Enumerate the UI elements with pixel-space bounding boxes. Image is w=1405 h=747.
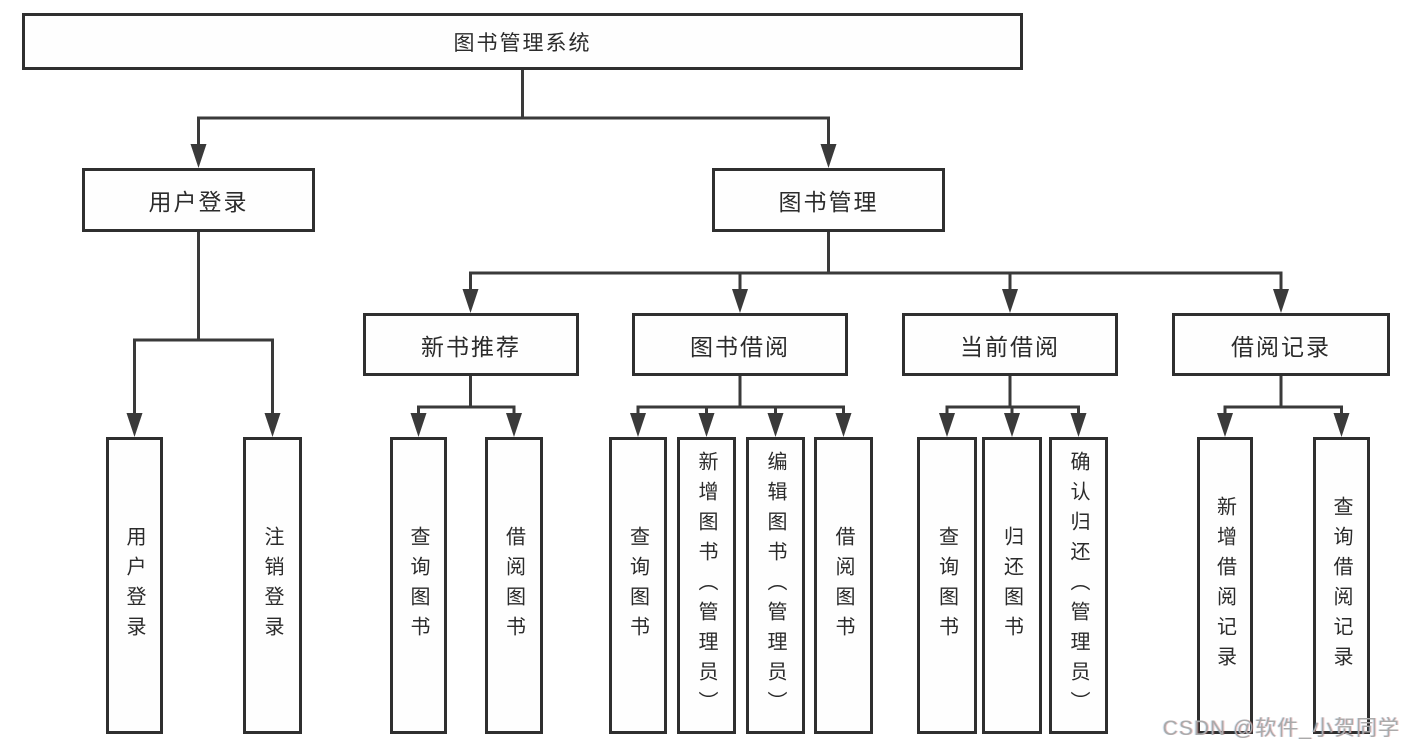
leaf-confirm-return-admin: 确认归还（管理员） — [1049, 437, 1108, 734]
node-user-login-label: 用户登录 — [148, 189, 249, 215]
node-current-borrowing-label: 当前借阅 — [960, 333, 1060, 360]
leaf-add-book-admin-label: 新增图书（管理员） — [695, 450, 717, 721]
node-book-management: 图书管理 — [712, 168, 945, 232]
leaf-query-books-borrowing-label: 查询图书 — [626, 525, 649, 646]
leaf-add-borrow-record: 新增借阅记录 — [1197, 437, 1253, 734]
leaf-edit-book-admin-label: 编辑图书（管理员） — [764, 450, 786, 721]
node-book-borrowing-label: 图书借阅 — [690, 333, 790, 360]
node-borrowing-records: 借阅记录 — [1172, 313, 1390, 376]
node-book-borrowing: 图书借阅 — [632, 313, 848, 376]
leaf-user-login: 用户登录 — [106, 437, 163, 734]
node-new-book-recommend: 新书推荐 — [363, 313, 579, 376]
node-borrowing-records-label: 借阅记录 — [1231, 333, 1331, 360]
leaf-borrow-books-recommend-label: 借阅图书 — [502, 525, 525, 646]
leaf-query-books-recommend: 查询图书 — [390, 437, 447, 734]
node-current-borrowing: 当前借阅 — [902, 313, 1118, 376]
leaf-user-login-label: 用户登录 — [123, 525, 145, 646]
node-new-book-recommend-label: 新书推荐 — [421, 333, 521, 360]
leaf-logout-login: 注销登录 — [243, 437, 302, 734]
leaf-query-books-borrowing: 查询图书 — [609, 437, 667, 734]
leaf-borrow-books-borrowing: 借阅图书 — [814, 437, 873, 734]
leaf-return-book: 归还图书 — [982, 437, 1042, 734]
leaf-borrow-books-borrowing-label: 借阅图书 — [832, 525, 854, 646]
leaf-query-books-recommend-label: 查询图书 — [407, 525, 429, 646]
leaf-add-book-admin: 新增图书（管理员） — [677, 437, 736, 734]
node-book-management-label: 图书管理 — [778, 189, 879, 215]
leaf-logout-login-label: 注销登录 — [261, 525, 283, 646]
leaf-borrow-books-recommend: 借阅图书 — [485, 437, 543, 734]
leaf-query-books-current: 查询图书 — [917, 437, 977, 734]
leaf-query-books-current-label: 查询图书 — [935, 525, 958, 646]
leaf-add-borrow-record-label: 新增借阅记录 — [1213, 495, 1236, 676]
leaf-edit-book-admin: 编辑图书（管理员） — [746, 437, 805, 734]
leaf-return-book-label: 归还图书 — [1000, 525, 1023, 646]
leaf-query-borrow-record: 查询借阅记录 — [1313, 437, 1370, 734]
node-root: 图书管理系统 — [22, 13, 1023, 70]
leaf-query-borrow-record-label: 查询借阅记录 — [1330, 495, 1352, 676]
leaf-confirm-return-admin-label: 确认归还（管理员） — [1067, 450, 1089, 721]
node-root-label: 图书管理系统 — [453, 31, 592, 55]
node-user-login: 用户登录 — [82, 168, 315, 232]
